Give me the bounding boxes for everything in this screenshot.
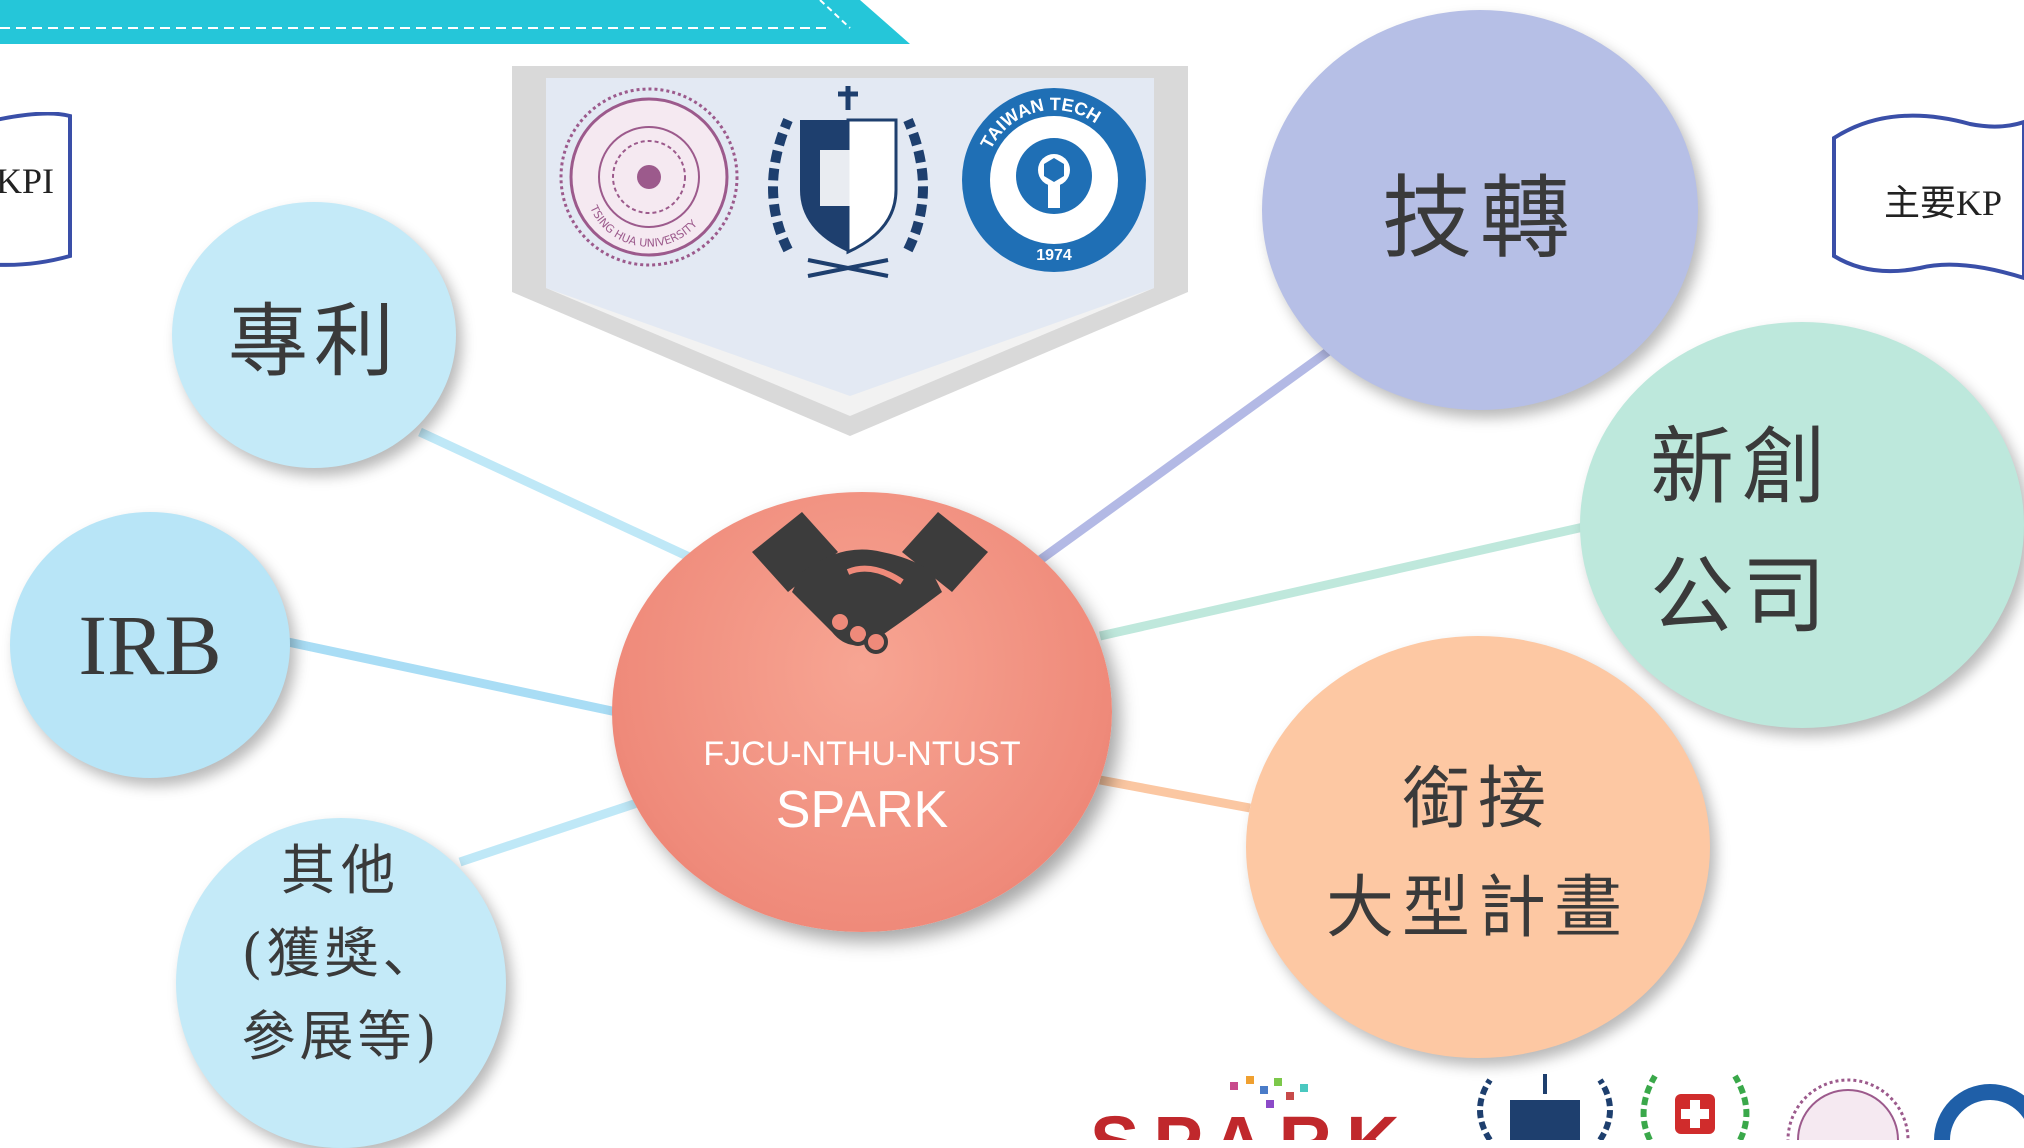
kpi-right-label: 主要KP bbox=[1884, 183, 2003, 223]
node-startup-line1: 新創 bbox=[1649, 418, 1834, 516]
center-name-label: SPARK bbox=[775, 780, 949, 839]
kpi-left-label: KPI bbox=[0, 161, 55, 201]
node-others: 其他 (獲獎、 參展等) bbox=[176, 818, 506, 1148]
footer-ntu-icon bbox=[1934, 1084, 2024, 1148]
ntust-logo-icon: TAIWAN TECH 1974 bbox=[962, 88, 1146, 272]
footer-nthu-icon bbox=[1786, 1078, 1910, 1148]
fjcu-shield-icon bbox=[768, 86, 928, 278]
kpi-flag-left: KPI bbox=[0, 111, 106, 272]
kpi-flag-right: 主要KP bbox=[1830, 108, 2024, 284]
connector-others bbox=[458, 797, 642, 867]
spark-dots-icon bbox=[1230, 1076, 1308, 1108]
connector-bridge bbox=[1099, 775, 1251, 813]
node-startup: 新創 公司 bbox=[1580, 322, 2024, 728]
connector-startup bbox=[1099, 521, 1589, 641]
node-bridge-line1: 銜接 bbox=[1401, 760, 1554, 839]
footer-logos-strip: SPARK bbox=[1090, 1070, 2024, 1148]
top-banner-bar bbox=[0, 0, 910, 44]
connector-irb bbox=[287, 637, 627, 719]
node-bridge-line2: 大型計畫 bbox=[1325, 869, 1630, 948]
spark-wordmark: SPARK bbox=[1090, 1101, 1414, 1140]
footer-hospital-icon bbox=[1640, 1074, 1750, 1142]
university-logos-banner: TSING HUA UNIVERSITY TAIWAN TECH 1974 bbox=[512, 66, 1188, 436]
handshake-icon bbox=[752, 512, 988, 654]
node-irb: IRB bbox=[10, 512, 290, 778]
center-code-label: FJCU-NTHU-NTUST bbox=[703, 734, 1021, 773]
ntust-year-text: 1974 bbox=[1036, 247, 1072, 264]
connector-patent bbox=[418, 427, 702, 567]
node-others-line3: 參展等) bbox=[241, 1004, 441, 1068]
node-tech-transfer: 技轉 bbox=[1262, 10, 1698, 410]
node-startup-line2: 公司 bbox=[1649, 547, 1834, 645]
node-tech-transfer-label: 技轉 bbox=[1382, 166, 1578, 271]
center-node-spark: FJCU-NTHU-NTUST SPARK bbox=[612, 492, 1112, 932]
node-others-line1: 其他 bbox=[281, 838, 401, 902]
nthu-seal-icon: TSING HUA UNIVERSITY bbox=[559, 87, 739, 267]
node-others-line2: (獲獎、 bbox=[241, 921, 441, 985]
footer-fjcu-icon bbox=[1477, 1074, 1613, 1142]
node-irb-label: IRB bbox=[78, 597, 222, 693]
node-patent-label: 專利 bbox=[228, 295, 400, 388]
node-patent: 專利 bbox=[172, 202, 456, 468]
connector-tech-transfer bbox=[1037, 346, 1333, 564]
node-bridge: 銜接 大型計畫 bbox=[1246, 636, 1710, 1058]
